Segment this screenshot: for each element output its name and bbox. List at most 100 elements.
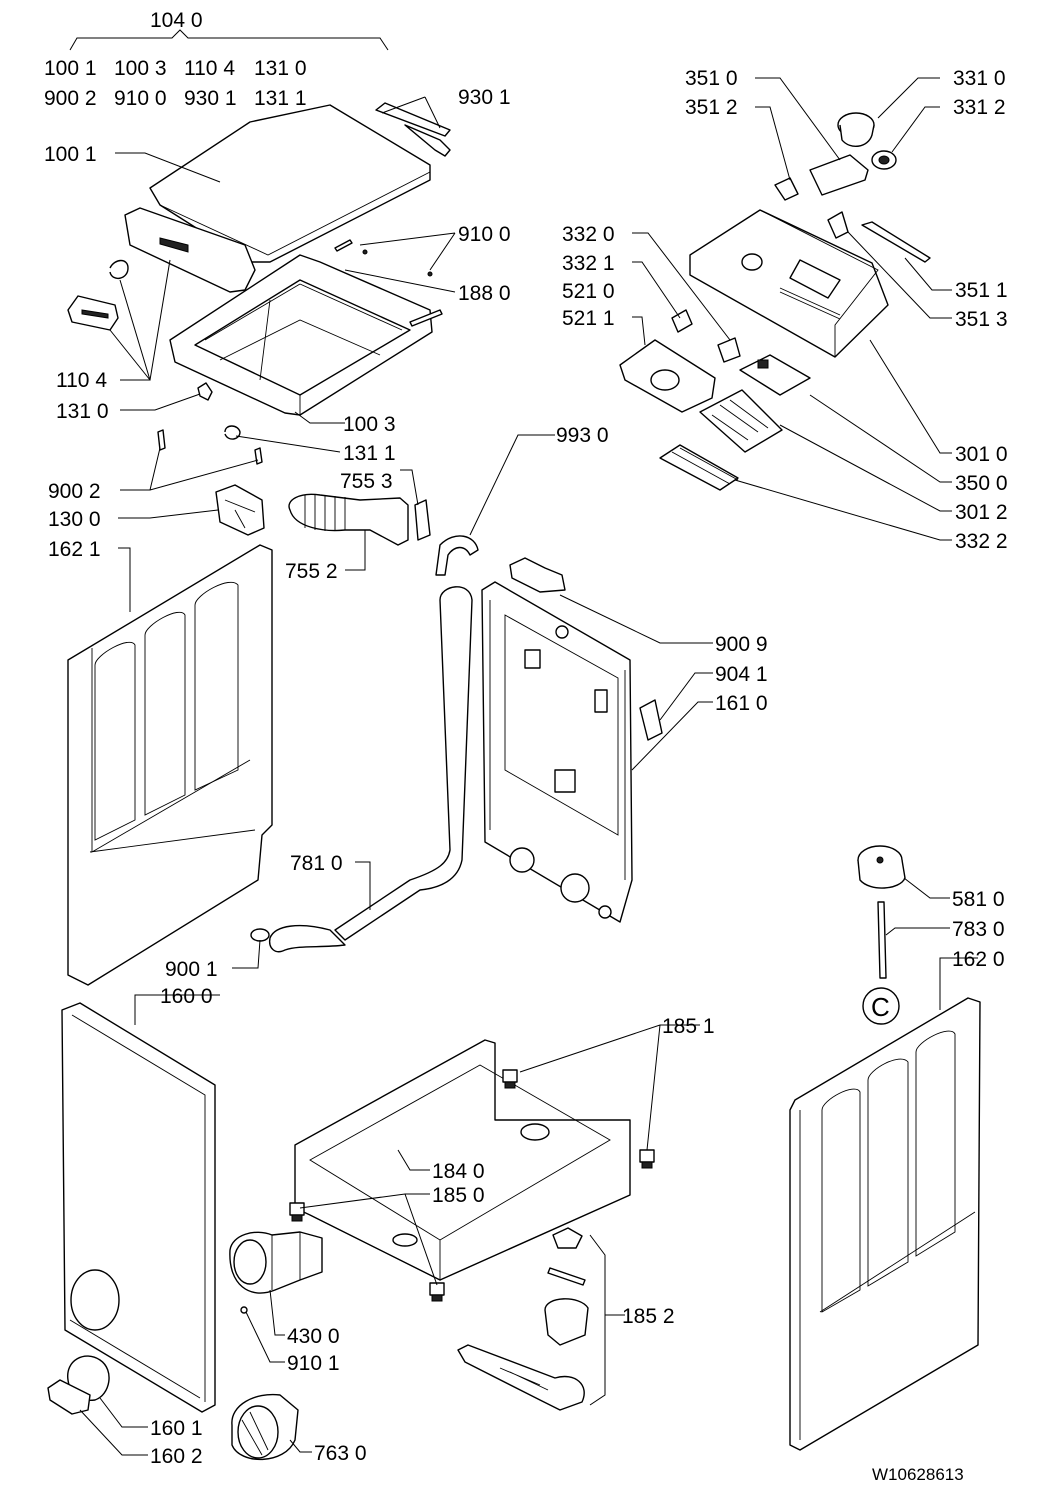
- screw-part: [240, 1306, 248, 1314]
- button-row: [779, 287, 841, 320]
- leader-161-0: [631, 701, 713, 771]
- leader-430-0: [269, 1289, 285, 1336]
- front-panel-160-0: 160 0 160 1 160 2: [47, 985, 220, 1468]
- side-panel-part: [67, 544, 273, 986]
- label-763-0: 763 0: [314, 1442, 367, 1465]
- drawing-reference: W10628613: [872, 1465, 964, 1484]
- leader-581-0: [903, 877, 950, 899]
- control-housing-part: [689, 209, 889, 358]
- pump-detail: [271, 1232, 301, 1290]
- leader-301-2: [779, 424, 952, 512]
- leader-185-0: [299, 1193, 438, 1286]
- top-frame-opening: [194, 279, 411, 396]
- leader-188-0: [344, 269, 456, 293]
- leader-185-1: [519, 1024, 700, 1151]
- leader-904-1: [659, 672, 713, 721]
- label-910-0: 910 0: [458, 223, 511, 246]
- top-frame-edge: [174, 361, 301, 415]
- label-161-0: 161 0: [715, 692, 768, 715]
- label-350-0: 350 0: [955, 472, 1008, 495]
- leader-301-0: [869, 339, 952, 454]
- pcb-chip: [757, 359, 769, 369]
- leader-755-3: [400, 469, 419, 506]
- base-frame-edge: [309, 1194, 631, 1281]
- label-332-2: 332 2: [955, 530, 1008, 553]
- rear-panel-slot: [594, 689, 608, 713]
- leader-162-1: [118, 547, 131, 612]
- label-332-1: 332 1: [562, 252, 615, 275]
- leader-332-0: [632, 232, 731, 341]
- label-162-1: 162 1: [48, 538, 101, 561]
- leader-351-3: [847, 231, 952, 319]
- screw-part: [427, 271, 433, 277]
- leader-993-0: [469, 434, 555, 536]
- foot-part: [289, 1202, 305, 1222]
- spring-part: [224, 425, 241, 440]
- label-162-0: 162 0: [952, 948, 1005, 971]
- clip-part: [254, 447, 263, 465]
- rear-panel-part: [481, 581, 633, 923]
- label-131-1: 131 1: [343, 442, 396, 465]
- label-900-2: 900 2: [48, 480, 101, 503]
- leader-100-1: [115, 152, 221, 183]
- kit-item: 100 3: [114, 57, 167, 80]
- label-351-3: 351 3: [955, 308, 1008, 331]
- bracket-part: [671, 309, 693, 333]
- label-755-3: 755 3: [340, 470, 393, 493]
- label-301-0: 301 0: [955, 443, 1008, 466]
- labels-top-left: 930 1 100 1 910 0 188 0 110 4 131 0 100 …: [44, 86, 511, 583]
- leveler-housing-part: [544, 1298, 589, 1346]
- label-351-2: 351 2: [685, 96, 738, 119]
- leader-910-1: [245, 1311, 285, 1363]
- leader-900-2: [120, 447, 259, 491]
- label-783-0: 783 0: [952, 918, 1005, 941]
- air-hose-part: [288, 493, 409, 546]
- back-panel-161-0: 900 9 904 1 161 0: [481, 557, 768, 923]
- pcb-part: [739, 354, 811, 396]
- leveling-parts-185-2: 185 2: [457, 1227, 675, 1411]
- module-part: [650, 369, 680, 391]
- label-755-2: 755 2: [285, 560, 338, 583]
- pressure-part: [414, 499, 431, 541]
- shaft-part: [877, 901, 887, 979]
- leader-900-1: [232, 939, 261, 969]
- label-160-1: 160 1: [150, 1417, 203, 1440]
- foot-part: [429, 1282, 445, 1302]
- label-351-1: 351 1: [955, 279, 1008, 302]
- lever-part: [809, 154, 869, 196]
- label-581-0: 581 0: [952, 888, 1005, 911]
- label-900-9: 900 9: [715, 633, 768, 656]
- control-housing-edge: [689, 209, 879, 357]
- foot-part: [502, 1069, 518, 1089]
- label-351-0: 351 0: [685, 67, 738, 90]
- button-strip-detail: [671, 447, 739, 485]
- leader-930-1: [381, 96, 441, 129]
- rear-panel-hole: [598, 905, 612, 919]
- label-130-0: 130 0: [48, 508, 101, 531]
- drain-pump-group: 430 0 910 1 763 0: [229, 1231, 367, 1465]
- side-panel-detail: [799, 1110, 976, 1440]
- label-430-0: 430 0: [287, 1325, 340, 1348]
- label-331-0: 331 0: [953, 67, 1006, 90]
- leader-131-0: [120, 393, 201, 411]
- leader-130-0: [118, 509, 219, 519]
- knob-body: [839, 124, 875, 147]
- rear-panel-recess: [504, 614, 619, 836]
- label-185-2: 185 2: [622, 1305, 675, 1328]
- leader-110-4: [109, 259, 171, 381]
- hose-rings: [304, 494, 346, 531]
- label-110-4: 110 4: [56, 369, 107, 392]
- leader-185-2: [589, 1234, 625, 1406]
- leader-131-1: [235, 435, 341, 453]
- leader-763-0: [289, 1439, 312, 1453]
- side-rib: [915, 1030, 956, 1257]
- control-knob-hole: [741, 253, 763, 271]
- door-lock-part: [215, 484, 265, 536]
- rear-inlet-part: [509, 847, 535, 873]
- label-900-1: 900 1: [165, 958, 218, 981]
- base-frame-inner: [309, 1064, 611, 1241]
- drain-hoses: 993 0 781 0 900 1: [165, 424, 609, 981]
- callout-c: C: [871, 992, 890, 1022]
- hose-hook-part: [435, 535, 479, 576]
- leader-351-2: [755, 106, 791, 181]
